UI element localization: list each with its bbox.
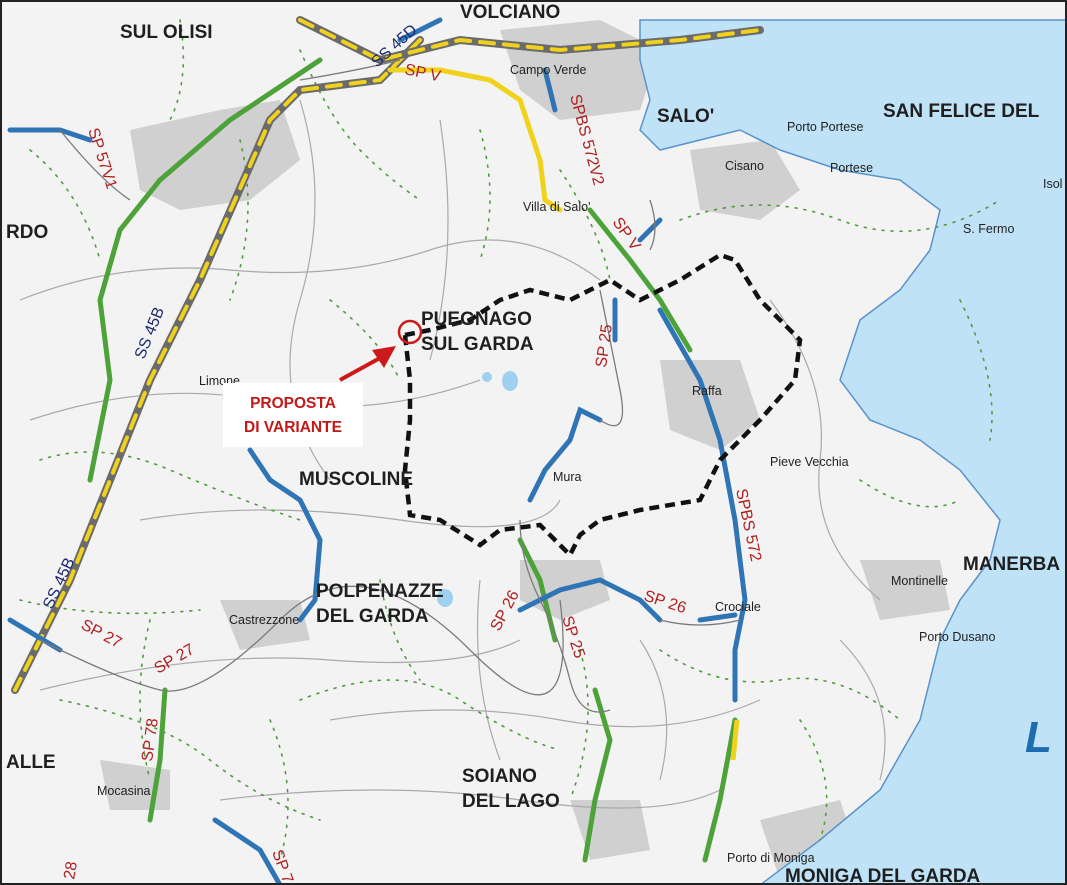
green-roads: [87, 57, 738, 863]
proposal-location-marker: [397, 319, 423, 345]
town-label-rdo: RDO: [6, 222, 48, 243]
town-label-soiano: SOIANO: [462, 766, 537, 787]
yellow-segment-south: [730, 719, 740, 761]
town-label-sul-garda: SUL GARDA: [421, 334, 534, 355]
locality-castrezzone: Castrezzone: [229, 613, 299, 627]
road-label-28: 28: [61, 860, 81, 881]
arterial-roads: [39, 59, 741, 713]
small-ponds: [437, 371, 518, 607]
municipal-boundary: [402, 252, 803, 559]
locality-isol: Isol: [1043, 177, 1062, 191]
locality-crociale: Crociale: [715, 600, 761, 614]
locality-montinelle: Montinelle: [891, 574, 948, 588]
locality-mocasina: Mocasina: [97, 784, 151, 798]
road-label-sp78: SP 78: [139, 717, 162, 762]
town-label-del-lago: DEL LAGO: [462, 791, 560, 812]
ss45b-road: [11, 16, 764, 694]
town-label-polpenazze: POLPENAZZE: [316, 581, 444, 602]
town-label-puegnago: PUEGNAGO: [421, 309, 532, 330]
town-label-salo: SALO': [657, 106, 714, 127]
blue-roads: [7, 17, 748, 885]
town-label-volciano: VOLCIANO: [460, 2, 560, 23]
locality-porto-dusano: Porto Dusano: [919, 630, 995, 644]
locality-s-fermo: S. Fermo: [963, 222, 1014, 236]
callout-line-2: DI VARIANTE: [244, 419, 342, 436]
sp-v-yellow-road: [387, 67, 563, 213]
locality-mura: Mura: [553, 470, 582, 484]
locality-villa-di-salo: Villa di Salo': [523, 200, 590, 214]
minor-road-network: [19, 99, 886, 809]
locality-campo-verde: Campo Verde: [510, 63, 586, 77]
proposal-callout: PROPOSTA DI VARIANTE: [223, 383, 363, 447]
lake-label: L: [1025, 713, 1052, 762]
town-label-muscoline: MUSCOLINE: [299, 469, 413, 490]
footpaths: [19, 19, 1001, 861]
locality-cisano: Cisano: [725, 159, 764, 173]
town-label-manerba: MANERBA: [963, 554, 1060, 575]
town-label-del-garda: DEL GARDA: [316, 606, 429, 627]
callout-line-1: PROPOSTA: [250, 395, 336, 412]
road-label-sp25-north: SP 25: [593, 323, 616, 368]
locality-pieve-vecchia: Pieve Vecchia: [770, 455, 849, 469]
town-label-sul-olisi: SUL OLISI: [120, 22, 213, 43]
town-label-san-felice: SAN FELICE DEL: [883, 101, 1040, 122]
locality-porto-portese: Porto Portese: [787, 120, 863, 134]
locality-portese: Portese: [830, 161, 873, 175]
proposal-arrow: [339, 346, 396, 382]
town-label-moniga: MONIGA DEL GARDA: [785, 866, 981, 885]
lake-garda: [639, 19, 1067, 885]
locality-porto-di-moniga: Porto di Moniga: [727, 851, 815, 865]
town-label-alle: ALLE: [6, 752, 56, 773]
locality-raffa: Raffa: [692, 384, 722, 398]
